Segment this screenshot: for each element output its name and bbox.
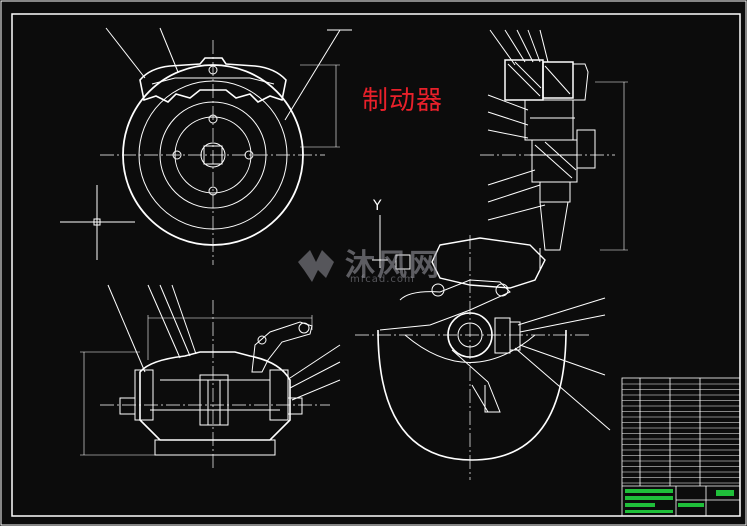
title-block-green-cells [625,489,734,513]
drawing-title: 制动器 [362,86,444,116]
side-section-view [480,29,628,251]
crosshair-marker [60,185,135,260]
caliper-side-view [355,235,611,480]
front-view-disc [100,27,352,265]
title-block-rows [622,383,740,484]
watermark-text: 沐风网 [345,248,441,283]
watermark-url: mfcad.com [350,274,415,285]
caliper-elevation [80,284,341,470]
y-axis-label: Y [373,198,382,214]
y-axis-arrow [372,215,388,268]
title-block [621,377,741,517]
drawing-frame [11,13,741,517]
